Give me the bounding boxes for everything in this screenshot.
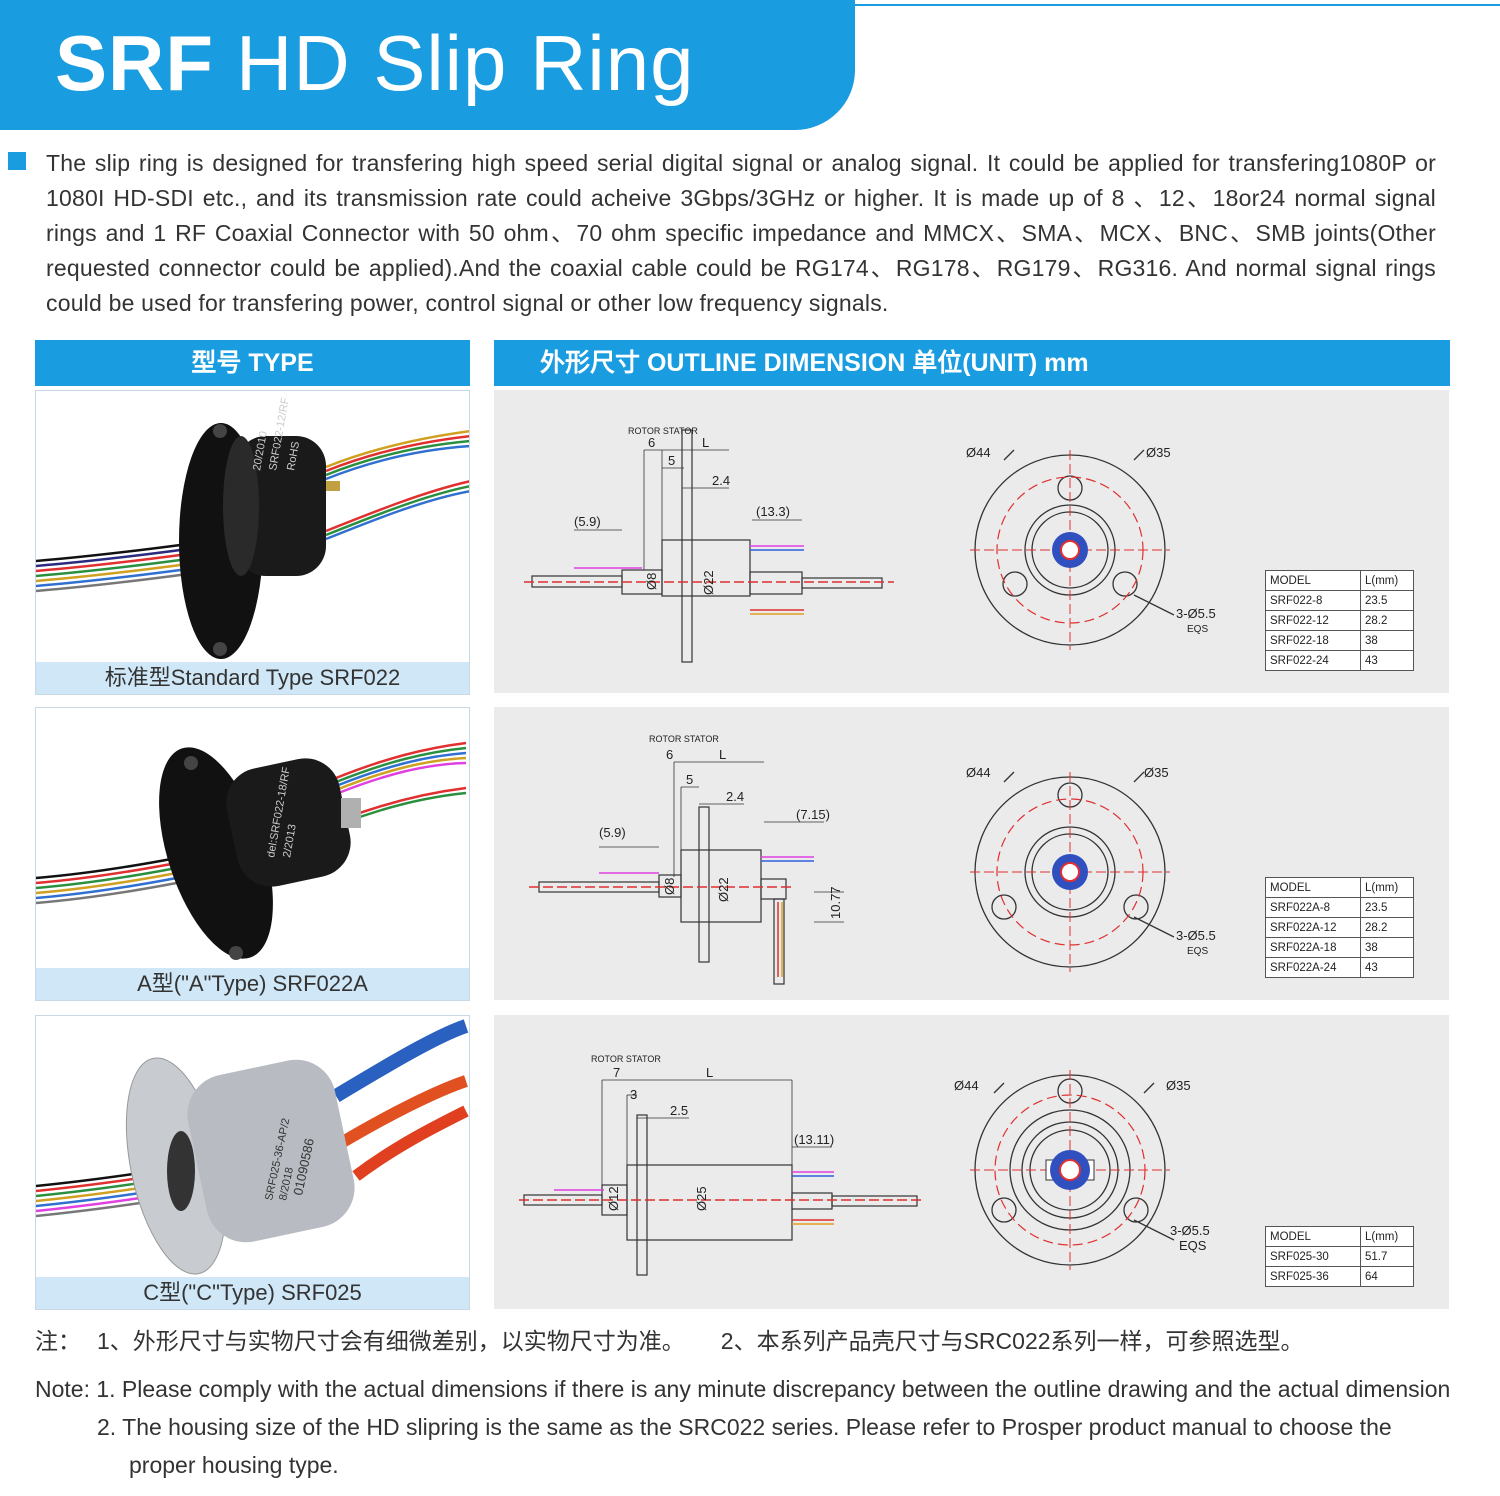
slip-ring-photo: SRF025-36-AP/2 01090586 8/2018 <box>36 1019 469 1275</box>
note-english-3: proper housing type. <box>129 1452 339 1478</box>
note-english-1: Note: 1. Please comply with the actual d… <box>35 1376 1451 1402</box>
note-chinese: 注：1、外形尺寸与实物尺寸会有细微差别，以实物尺寸为准。2、本系列产品壳尺寸与S… <box>35 1328 1304 1354</box>
slip-ring-photo: SRF022-12/RF RoHS 20/2010 <box>36 396 469 659</box>
svg-text:L: L <box>719 747 726 762</box>
bullet-square-icon <box>8 152 26 170</box>
product-photo-srf025: SRF025-36-AP/2 01090586 8/2018 C型("C"Typ… <box>35 1015 470 1310</box>
svg-text:L: L <box>706 1065 713 1080</box>
svg-text:ROTOR STATOR: ROTOR STATOR <box>649 734 719 744</box>
svg-text:Ø22: Ø22 <box>716 877 731 902</box>
svg-text:(7.15): (7.15) <box>796 807 830 822</box>
svg-text:(13.3): (13.3) <box>756 504 790 519</box>
svg-text:(13.11): (13.11) <box>794 1132 834 1147</box>
svg-text:EQS: EQS <box>1179 1238 1207 1253</box>
svg-text:(5.9): (5.9) <box>599 825 626 840</box>
svg-text:3-Ø5.5: 3-Ø5.5 <box>1176 928 1216 943</box>
svg-text:Ø8: Ø8 <box>662 878 677 895</box>
dimension-drawing: ROTOR STATOR 7 L 3 2.5 (13.11) Ø12 Ø25 <box>519 1054 1210 1276</box>
dimension-section-header: 外形尺寸 OUTLINE DIMENSION 单位(UNIT) mm <box>494 340 1450 386</box>
svg-text:3: 3 <box>630 1087 637 1102</box>
svg-text:2.4: 2.4 <box>712 473 730 488</box>
header-banner <box>0 0 855 130</box>
svg-text:5: 5 <box>686 772 693 787</box>
svg-text:10.77: 10.77 <box>828 886 843 919</box>
dimension-drawing: ROTOR STATOR 6 L 5 2.4 (5.9) (13.3) Ø8 Ø… <box>524 426 1216 663</box>
outline-drawing-srf025: ROTOR STATOR 7 L 3 2.5 (13.11) Ø12 Ø25 <box>494 1015 1449 1309</box>
header-rule <box>855 4 1500 6</box>
dimension-drawing: ROTOR STATOR 6 L 5 2.4 (5.9) (7.15) Ø8 Ø… <box>529 734 1216 985</box>
svg-text:ROTOR STATOR: ROTOR STATOR <box>591 1054 661 1064</box>
svg-text:ROTOR STATOR: ROTOR STATOR <box>628 426 698 436</box>
svg-text:7: 7 <box>613 1065 620 1080</box>
svg-text:6: 6 <box>648 435 655 450</box>
product-caption: A型("A"Type) SRF022A <box>36 968 469 1000</box>
type-section-header: 型号 TYPE <box>35 340 470 386</box>
product-photo-srf022: SRF022-12/RF RoHS 20/2010 标准型Standard Ty… <box>35 390 470 695</box>
svg-text:Ø12: Ø12 <box>606 1186 621 1211</box>
svg-text:3-Ø5.5: 3-Ø5.5 <box>1176 606 1216 621</box>
svg-text:Ø35: Ø35 <box>1146 445 1171 460</box>
svg-text:2/2013: 2/2013 <box>281 823 299 858</box>
svg-text:EQS: EQS <box>1187 624 1208 635</box>
svg-text:5: 5 <box>668 453 675 468</box>
svg-text:(5.9): (5.9) <box>574 514 601 529</box>
svg-text:L: L <box>702 435 709 450</box>
product-caption: 标准型Standard Type SRF022 <box>36 662 469 694</box>
intro-paragraph: The slip ring is designed for transferin… <box>46 150 1436 316</box>
svg-text:2.4: 2.4 <box>726 789 744 804</box>
svg-text:3-Ø5.5: 3-Ø5.5 <box>1170 1223 1210 1238</box>
outline-drawing-srf022a: ROTOR STATOR 6 L 5 2.4 (5.9) (7.15) Ø8 Ø… <box>494 707 1449 1000</box>
svg-text:Ø22: Ø22 <box>701 570 716 595</box>
outline-drawing-srf022: ROTOR STATOR 6 L 5 2.4 (5.9) (13.3) Ø8 Ø… <box>494 390 1449 693</box>
svg-text:Ø35: Ø35 <box>1166 1078 1191 1093</box>
svg-text:Ø25: Ø25 <box>694 1186 709 1211</box>
svg-text:Ø44: Ø44 <box>966 445 991 460</box>
note-english-2: 2. The housing size of the HD slipring i… <box>97 1414 1392 1440</box>
svg-text:Ø35: Ø35 <box>1144 765 1169 780</box>
svg-text:2.5: 2.5 <box>670 1103 688 1118</box>
slip-ring-photo: del:SRF022-18/RF 2/2013 <box>36 741 467 960</box>
svg-text:6: 6 <box>666 747 673 762</box>
product-photo-srf022a: del:SRF022-18/RF 2/2013 A型("A"Type) SRF0… <box>35 707 470 1001</box>
svg-text:Ø8: Ø8 <box>644 573 659 590</box>
svg-text:EQS: EQS <box>1187 946 1208 957</box>
svg-text:RoHS: RoHS <box>285 441 302 472</box>
svg-text:Ø44: Ø44 <box>954 1078 979 1093</box>
product-caption: C型("C"Type) SRF025 <box>36 1277 469 1309</box>
svg-text:Ø44: Ø44 <box>966 765 991 780</box>
